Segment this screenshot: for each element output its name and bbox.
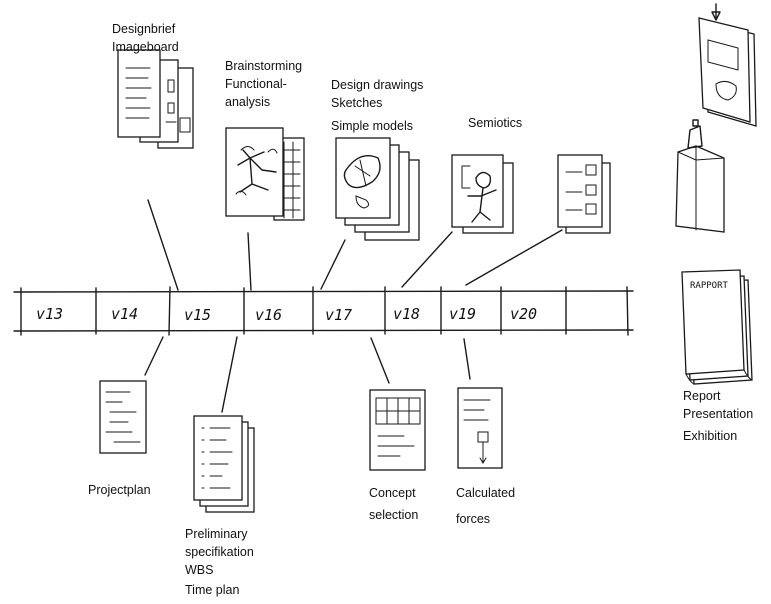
label-wbs: WBS — [185, 563, 213, 577]
week-label-v13: v13 — [36, 305, 63, 323]
week-label-v17: v17 — [325, 306, 352, 324]
connector-lines — [144, 199, 563, 413]
label-presentation: Presentation — [683, 407, 753, 421]
concept-selection-document — [369, 389, 426, 471]
projectplan-document — [99, 380, 147, 454]
designbrief-documents — [117, 49, 194, 149]
week-label-v19: v19 — [449, 305, 476, 323]
week-label-v20: v20 — [510, 305, 537, 323]
label-designbrief: Designbrief — [112, 22, 176, 36]
label-specifikation: specifikation — [185, 545, 254, 559]
specifikation-documents — [193, 415, 255, 513]
week-label-v15: v15 — [184, 306, 211, 324]
label-calculated: Calculated — [456, 486, 515, 500]
brainstorming-documents — [225, 127, 305, 221]
label-functional: Functional- — [225, 77, 287, 91]
label-forces: forces — [456, 512, 490, 526]
label-projectplan: Projectplan — [88, 483, 151, 497]
week-label-v14: v14 — [111, 305, 138, 323]
label-simple-models: Simple models — [331, 119, 413, 133]
week-labels: v13 v14 v15 v16 v17 v18 v19 v20 — [36, 305, 537, 324]
label-exhibition: Exhibition — [683, 429, 737, 443]
checklist-document — [557, 154, 611, 234]
report-documents: RAPPORT — [681, 269, 753, 385]
label-selection: selection — [369, 508, 418, 522]
week-label-v16: v16 — [255, 306, 282, 324]
label-concept: Concept — [369, 486, 416, 500]
label-brainstorming: Brainstorming — [225, 59, 302, 73]
label-analysis: analysis — [225, 95, 270, 109]
label-semiotics: Semiotics — [468, 116, 522, 130]
calculated-forces-document — [457, 387, 503, 469]
rapport-cover-text: RAPPORT — [690, 281, 729, 291]
label-report: Report — [683, 389, 721, 403]
exhibition-illustration — [675, 3, 757, 233]
label-sketches: Sketches — [331, 96, 382, 110]
label-design-drawings: Design drawings — [331, 78, 423, 92]
label-time-plan: Time plan — [185, 583, 239, 597]
label-preliminary: Preliminary — [185, 527, 248, 541]
semiotics-documents — [451, 154, 514, 234]
timeline-bar — [13, 286, 634, 336]
design-drawings-documents — [335, 137, 420, 241]
label-imageboard: Imageboard — [112, 40, 179, 54]
week-label-v18: v18 — [393, 305, 420, 323]
